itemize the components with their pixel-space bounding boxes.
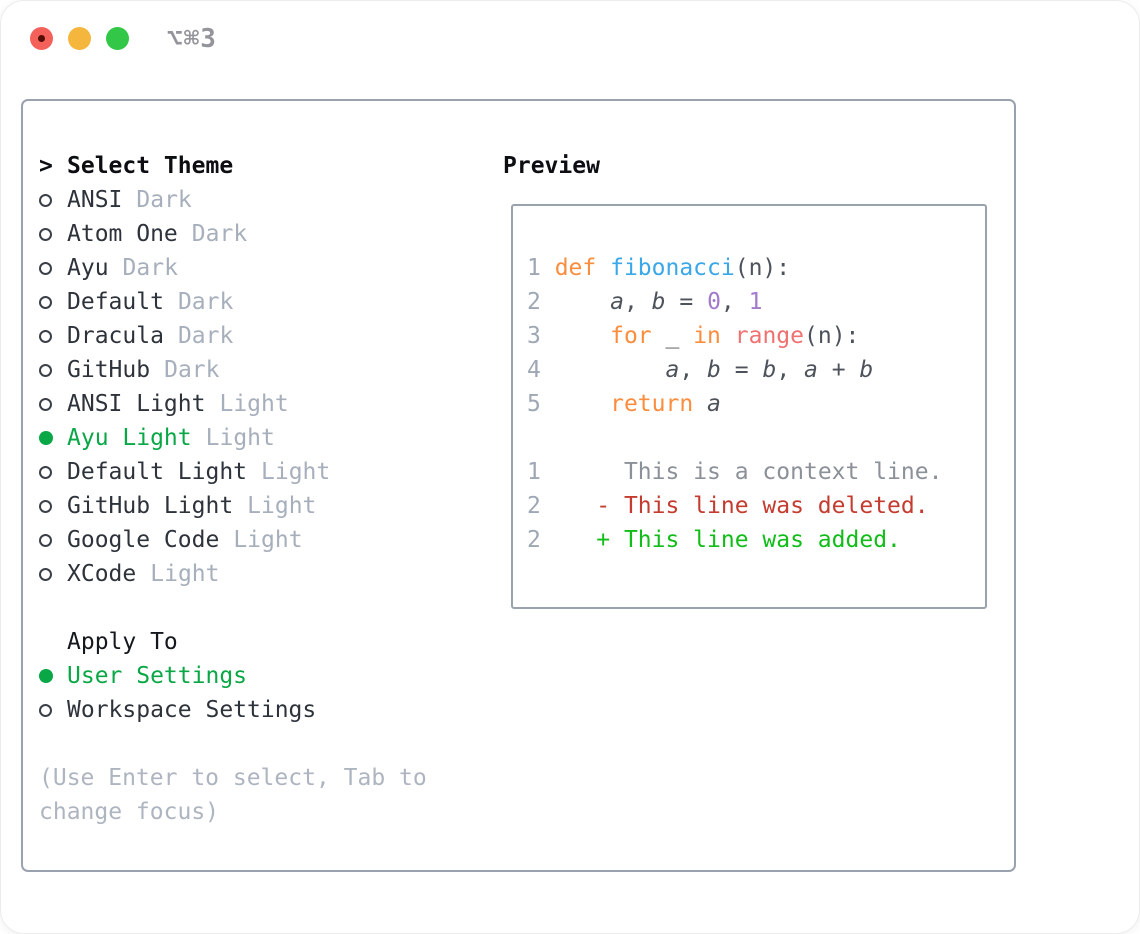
radio-icon	[39, 499, 52, 513]
theme-option-row[interactable]: XCode Light	[39, 557, 427, 591]
preview-code-line: 3 for _ in range(n):	[527, 323, 860, 349]
option-label: Workspace Settings	[67, 697, 317, 723]
apply-to-header: Apply To	[39, 625, 427, 659]
option-label: Ayu Light	[67, 425, 192, 451]
radio-selected-icon	[39, 431, 53, 445]
preview-code-line	[527, 421, 985, 455]
theme-option-row[interactable]: Default Dark	[39, 285, 427, 319]
select-theme-label: Select Theme	[67, 153, 234, 179]
select-theme-header: > Select Theme	[39, 149, 427, 183]
theme-option-row[interactable]: ANSI Dark	[39, 183, 427, 217]
preview-code-line: 1 This is a context line.	[527, 459, 943, 485]
theme-option-row[interactable]: Ayu Dark	[39, 251, 427, 285]
option-variant-label: Dark	[177, 323, 234, 349]
option-variant-label: Dark	[136, 187, 192, 213]
preview-code-line: 1 def fibonacci(n):	[527, 255, 791, 281]
apply-to-label: Apply To	[67, 629, 178, 655]
option-label: GitHub	[67, 357, 151, 383]
preview-code-line: 4 a, b = b, a + b	[527, 357, 874, 383]
option-label: Ayu	[67, 255, 109, 281]
option-label: Default Light	[67, 459, 248, 485]
hint-line: (Use Enter to select, Tab to	[39, 765, 427, 791]
preview-code-line: 2 + This line was added.	[527, 527, 901, 553]
option-label: Google Code	[67, 527, 220, 553]
zoom-icon[interactable]	[106, 27, 129, 50]
theme-option-row[interactable]: Ayu Light Light	[39, 421, 427, 455]
radio-icon	[39, 363, 52, 377]
option-variant-label: Light	[205, 425, 275, 451]
option-label: ANSI Light	[67, 391, 206, 417]
preview-code-line: 2 a, b = 0, 1	[527, 289, 763, 315]
theme-option-row[interactable]: Default Light Light	[39, 455, 427, 489]
preview-box: 1 def fibonacci(n): 2 a, b = 0, 1 3 for _ …	[511, 204, 987, 609]
radio-selected-icon	[39, 669, 53, 683]
preview-heading: Preview	[503, 153, 600, 179]
radio-icon	[39, 329, 52, 343]
apply-to-option-row[interactable]: Workspace Settings	[39, 693, 427, 727]
option-variant-label: Light	[247, 493, 317, 519]
option-label: XCode	[67, 561, 137, 587]
option-variant-label: Light	[261, 459, 331, 485]
unsaved-dot-icon	[38, 35, 45, 42]
radio-icon	[39, 193, 52, 207]
option-label: Atom One	[67, 221, 178, 247]
window-shortcut-label: ⌥⌘3	[167, 24, 217, 54]
option-label: Default	[67, 289, 164, 315]
option-variant-label: Light	[219, 391, 289, 417]
option-variant-label: Light	[233, 527, 303, 553]
option-variant-label: Dark	[122, 255, 178, 281]
option-variant-label: Dark	[191, 221, 248, 247]
radio-icon	[39, 703, 52, 717]
apply-to-option-row[interactable]: User Settings	[39, 659, 427, 693]
theme-option-row[interactable]: ANSI Light Light	[39, 387, 427, 421]
radio-icon	[39, 295, 52, 309]
radio-icon	[39, 397, 52, 411]
option-variant-label: Dark	[177, 289, 234, 315]
option-label: Dracula	[67, 323, 164, 349]
theme-option-row[interactable]: Dracula Dark	[39, 319, 427, 353]
preview-code-line: 5 return a	[527, 391, 721, 417]
spacer	[39, 727, 427, 761]
hint-line: change focus)	[39, 799, 220, 825]
option-label: User Settings	[67, 663, 248, 689]
radio-icon	[39, 261, 52, 275]
option-variant-label: Light	[150, 561, 220, 587]
theme-option-row[interactable]: Atom One Dark	[39, 217, 427, 251]
hint-text: (Use Enter to select, Tab to change focus…	[39, 761, 427, 829]
theme-option-row[interactable]: GitHub Dark	[39, 353, 427, 387]
minimize-icon[interactable]	[68, 27, 91, 50]
close-icon[interactable]	[30, 27, 53, 50]
option-label: ANSI	[67, 187, 123, 213]
radio-icon	[39, 465, 52, 479]
radio-icon	[39, 533, 52, 547]
radio-icon	[39, 567, 52, 581]
option-label: GitHub Light	[67, 493, 234, 519]
preview-code: 1 def fibonacci(n): 2 a, b = 0, 1 3 for _ …	[527, 251, 985, 557]
focus-arrow-icon: >	[39, 153, 53, 179]
radio-icon	[39, 227, 52, 241]
preview-code-line: 2 - This line was deleted.	[527, 493, 929, 519]
theme-option-row[interactable]: GitHub Light Light	[39, 489, 427, 523]
spacer	[39, 591, 427, 625]
option-variant-label: Dark	[164, 357, 220, 383]
theme-option-row[interactable]: Google Code Light	[39, 523, 427, 557]
